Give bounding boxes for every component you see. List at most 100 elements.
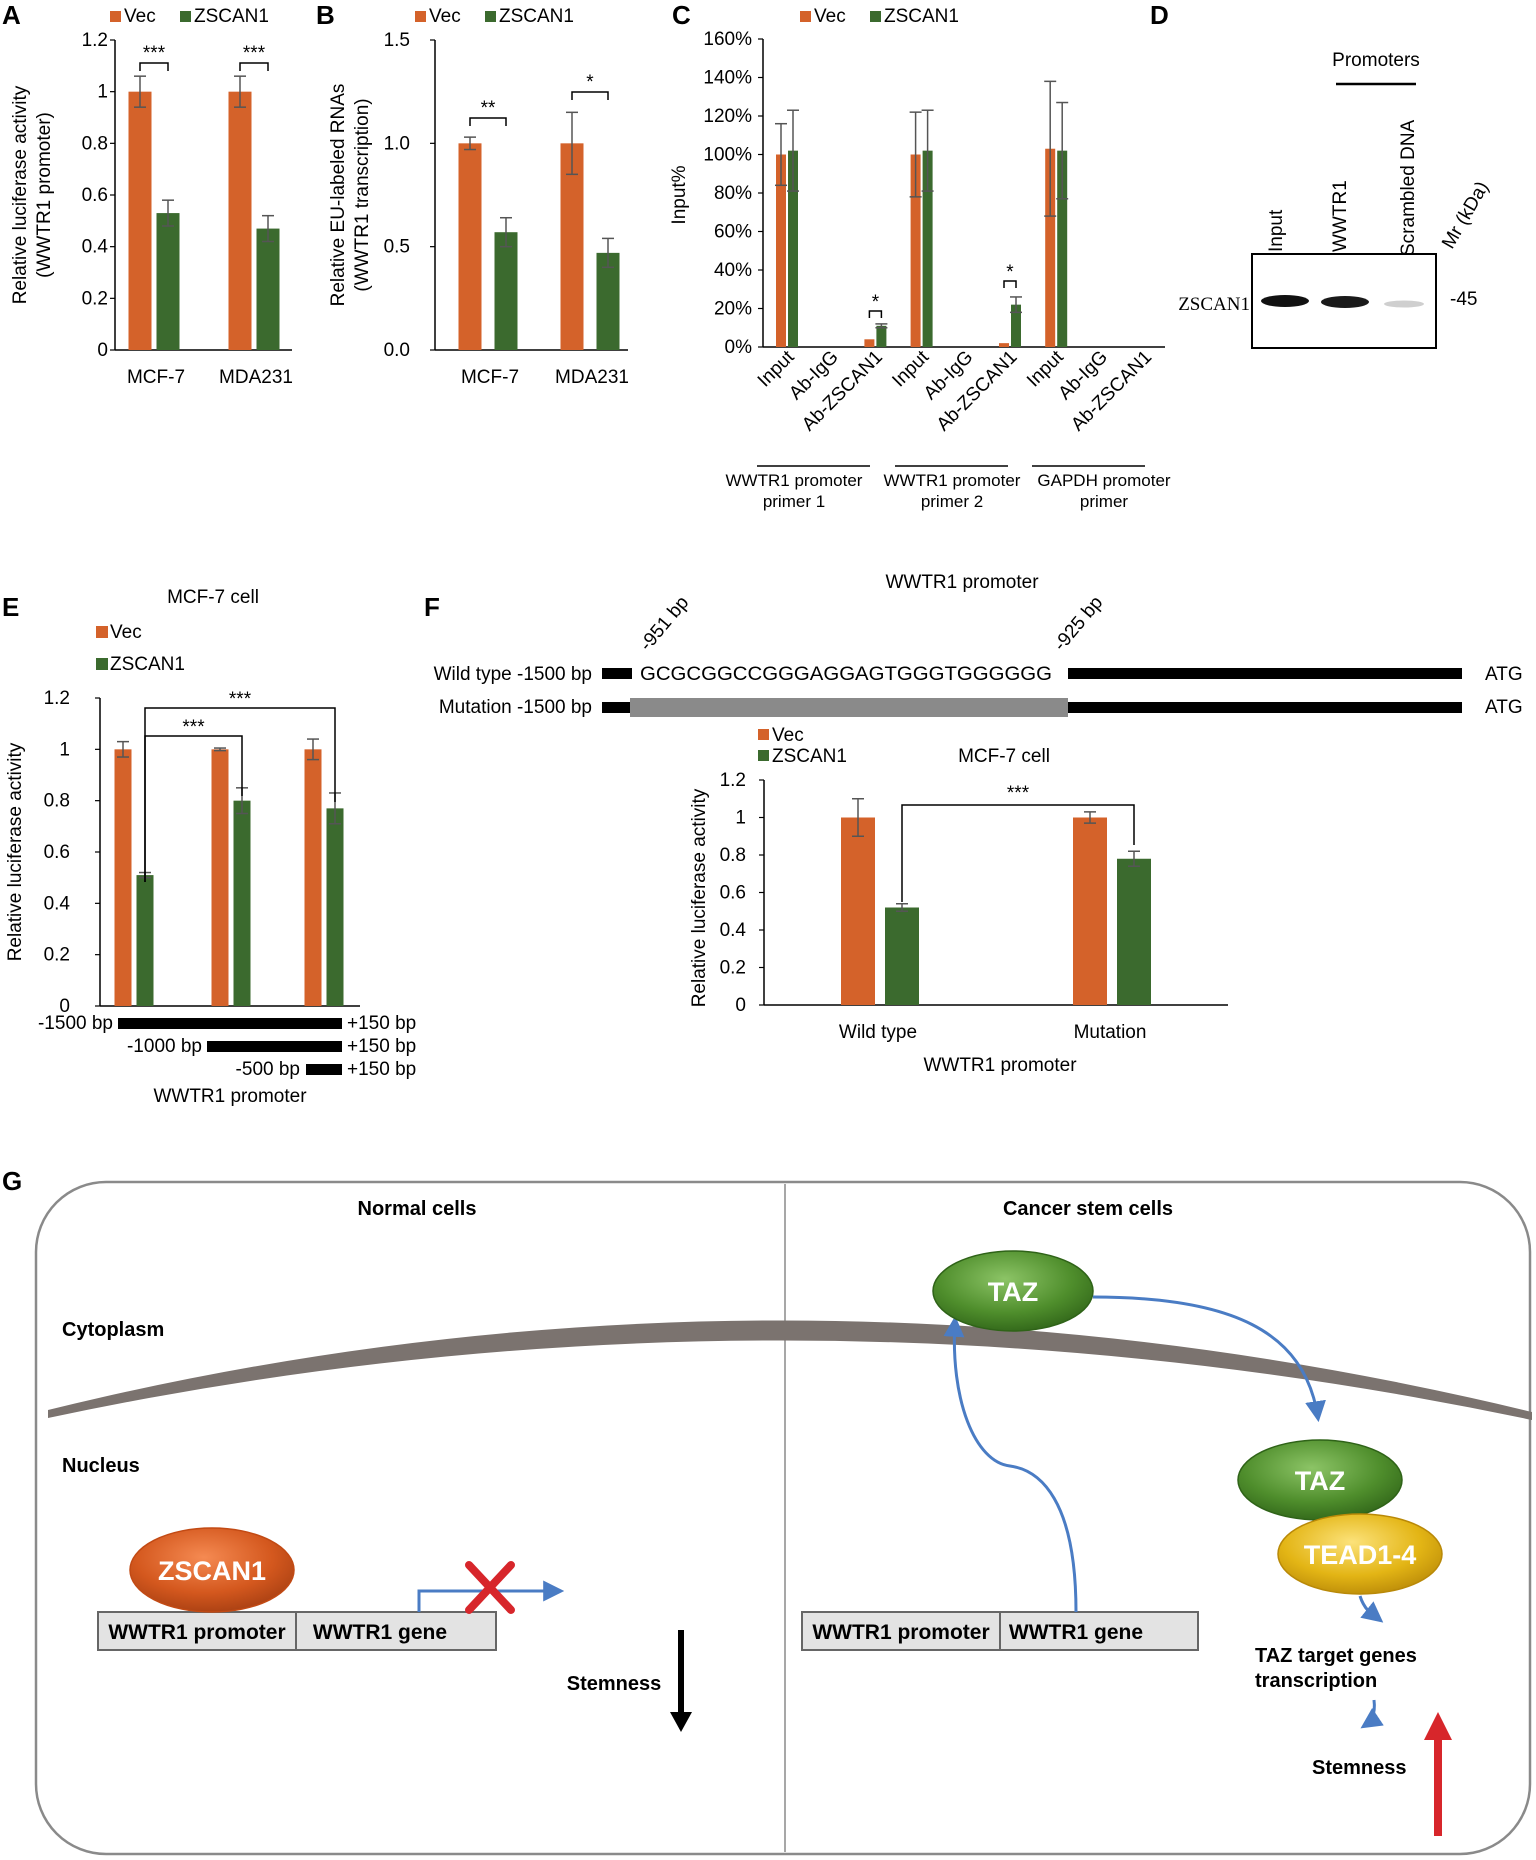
- y-tick-label: 40%: [714, 260, 752, 281]
- y-axis-label-line1: Relative luciferase activity: [10, 85, 31, 304]
- group-label-line2: primer: [1080, 492, 1129, 511]
- legend-label-vec: Vec: [110, 622, 142, 643]
- taz-nucleus-label: TAZ: [1295, 1466, 1345, 1496]
- target-genes-line2: transcription: [1255, 1670, 1377, 1692]
- legend-label-zscan1: ZSCAN1: [772, 746, 847, 767]
- target-arrow: [1358, 1595, 1384, 1623]
- translation-arrow: [943, 1315, 1078, 1613]
- significance-bracket: [144, 707, 336, 882]
- legend-label-vec: Vec: [772, 725, 804, 746]
- legend-label-zscan1: ZSCAN1: [110, 654, 185, 675]
- y-tick-label: 0.6: [44, 842, 70, 863]
- y-tick-label: 160%: [703, 29, 752, 50]
- y-tick-label: 1: [735, 808, 746, 829]
- chart-title: MCF-7 cell: [167, 587, 259, 608]
- promoter-text-left: WWTR1 promoter: [108, 1621, 285, 1644]
- group-label-line2: primer 1: [763, 492, 825, 511]
- significance-label: ***: [229, 689, 252, 710]
- wt-sequence: GCGCGGCCGGGAGGAGTGGGTGGGGGG: [640, 664, 1052, 685]
- mut-line-right: [1068, 702, 1462, 713]
- wwtr1-promoter-box-right: [801, 1611, 1001, 1651]
- mutated-region: [630, 698, 1068, 717]
- significance-label: ***: [143, 43, 166, 64]
- panel-label-e: E: [2, 592, 19, 622]
- bar-vec-0: [458, 143, 482, 350]
- x-tick-label: MCF-7: [127, 367, 185, 388]
- zscan1-protein: [129, 1527, 295, 1613]
- chart-title: MCF-7 cell: [958, 746, 1050, 767]
- significance-bracket: [868, 310, 883, 318]
- stemness-label-right: Stemness: [1312, 1757, 1407, 1779]
- schematic-title: WWTR1 promoter: [885, 572, 1039, 593]
- legend-swatch-vec: [415, 11, 426, 22]
- y-tick-label: 0: [735, 995, 746, 1016]
- bar-zscan1-3: [922, 150, 933, 347]
- significance-label: **: [481, 98, 496, 119]
- mut-line-left: [602, 702, 632, 713]
- bar-vec-1: [228, 91, 252, 351]
- bar-zscan1-2: [326, 808, 344, 1006]
- cytoplasm-label: Cytoplasm: [62, 1319, 164, 1341]
- bar-zscan1-5: [1011, 304, 1021, 347]
- wt-line-left: [602, 668, 632, 679]
- bar-zscan1-1: [256, 228, 280, 350]
- legend-swatch-vec: [800, 11, 811, 22]
- y-tick-label: 0.2: [44, 945, 70, 966]
- bar-vec-5: [999, 343, 1009, 347]
- construct-end-label: +150 bp: [347, 1013, 416, 1034]
- panel-label-a: A: [2, 0, 21, 30]
- group-label-line1: WWTR1 promoter: [726, 471, 863, 490]
- promoter-text-right: WWTR1 promoter: [812, 1621, 989, 1644]
- bar-vec-0: [776, 154, 786, 347]
- y-tick-label: 0.5: [384, 237, 410, 258]
- y-tick-label: 0.6: [720, 883, 746, 904]
- bar-zscan1-0: [885, 907, 919, 1005]
- wwtr1-gene-box-left: [295, 1611, 497, 1651]
- significance-bracket: [469, 117, 507, 126]
- y-tick-label: 60%: [714, 222, 752, 243]
- bar-vec-2: [864, 339, 875, 347]
- y-tick-label: 0.4: [44, 893, 71, 914]
- bar-zscan1-0: [494, 232, 518, 350]
- position-951: -951 bp: [636, 592, 694, 655]
- y-tick-label: 1.5: [384, 30, 410, 51]
- tead-protein-label: TEAD1-4: [1304, 1540, 1417, 1570]
- construct-start-label: -1500 bp: [38, 1013, 113, 1034]
- band-scrambled: [1384, 300, 1424, 308]
- y-axis-label: Relative luciferase activity: [689, 788, 710, 1007]
- group-label-line1: GAPDH promoter: [1037, 471, 1171, 490]
- atg-mut: ATG: [1485, 697, 1523, 718]
- tead-protein: [1277, 1513, 1443, 1595]
- construct-end-label: +150 bp: [347, 1059, 416, 1080]
- legend-label-zscan1: ZSCAN1: [884, 6, 959, 27]
- legend-swatch-zscan1: [96, 658, 108, 670]
- y-tick-label: 1.2: [44, 688, 70, 709]
- y-tick-label: 100%: [703, 145, 752, 166]
- band-wwtr1: [1321, 296, 1369, 308]
- atg-wt: ATG: [1485, 664, 1523, 685]
- significance-bracket: [901, 804, 1135, 902]
- y-axis-label: Input%: [669, 165, 690, 224]
- mutation-label: Mutation -1500 bp: [439, 697, 592, 718]
- legend-swatch-zscan1: [180, 11, 191, 22]
- significance-label: ***: [1007, 783, 1030, 804]
- y-tick-label: 0.2: [720, 958, 746, 979]
- group-label-line2: primer 2: [921, 492, 983, 511]
- panel-label-g: G: [2, 1166, 22, 1196]
- construct-start-label: -500 bp: [236, 1059, 300, 1080]
- bar-zscan1-1: [233, 800, 251, 1006]
- down-arrow-icon: [670, 1712, 692, 1732]
- legend-swatch-zscan1: [870, 11, 881, 22]
- target-genes-line1: TAZ target genes: [1255, 1645, 1417, 1667]
- bar-zscan1-0: [788, 150, 798, 347]
- bar-zscan1-1: [596, 252, 620, 350]
- lane-label-input: Input: [1266, 209, 1287, 252]
- nuclear-import-arrow: [1092, 1295, 1326, 1423]
- construct-bar: [118, 1018, 342, 1029]
- y-tick-label: 0: [59, 996, 70, 1017]
- marker-45: -45: [1450, 289, 1477, 310]
- significance-label: ***: [182, 717, 205, 738]
- y-axis-label-line1: Relative EU-labeled RNAs: [328, 84, 349, 307]
